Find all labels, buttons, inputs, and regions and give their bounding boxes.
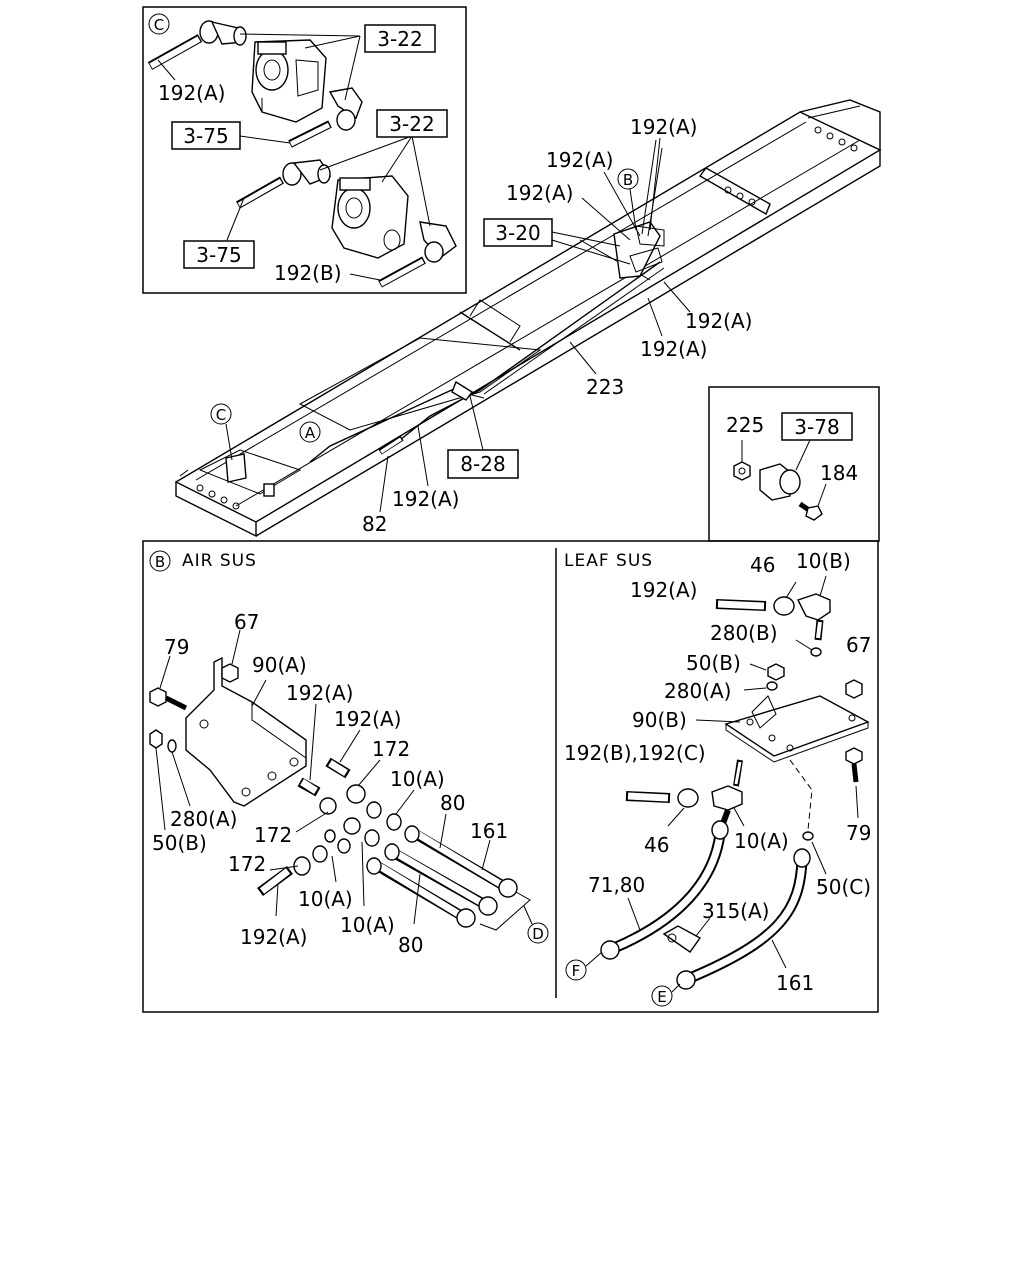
bolt-184: [798, 501, 823, 521]
frame-marker-a: A: [305, 424, 316, 442]
label-223: 223: [586, 375, 624, 399]
bracket-3-78: [759, 463, 801, 501]
pipe-3-75-lower: [236, 176, 284, 209]
label-46-leaf-2: 46: [644, 833, 669, 857]
label-192a-frame-2: 192(A): [546, 148, 613, 172]
label-82: 82: [362, 512, 387, 536]
elbow-fitting-upper: [199, 20, 247, 46]
chassis-frame: C B A 3-20 8-28 192(A) 192(A) 192(A) 192…: [174, 99, 882, 538]
hoses-air-sus: [366, 825, 518, 928]
label-192a-frame-1: 192(A): [630, 115, 697, 139]
ref-3-22-lower: 3-22: [389, 112, 434, 136]
label-10a-air-3: 10(A): [340, 913, 395, 937]
label-90b: 90(B): [632, 708, 687, 732]
label-161-air: 161: [470, 819, 508, 843]
callout-d: D: [532, 925, 544, 943]
ref-8-28: 8-28: [460, 452, 505, 476]
panel-c: C: [142, 6, 467, 294]
pipe-192b: [378, 256, 426, 288]
hose-161-leaf: [676, 848, 811, 990]
label-172-air-2: 172: [254, 823, 292, 847]
label-80-air-1: 80: [440, 791, 465, 815]
label-192a-air-1: 192(A): [286, 681, 353, 705]
label-71-80: 71,80: [588, 873, 645, 897]
label-50b-leaf: 50(B): [686, 651, 741, 675]
air-sus-marker: B: [155, 553, 165, 571]
pipe-3-75-upper: [288, 120, 332, 148]
label-172-air-1: 172: [372, 737, 410, 761]
air-sus-section: B AIR SUS: [149, 550, 549, 957]
callout-e: E: [657, 988, 666, 1006]
label-10b: 10(B): [796, 549, 851, 573]
elbow-fitting-right: [328, 87, 363, 131]
label-280a-leaf: 280(A): [664, 679, 731, 703]
fittings-air-sus: [293, 784, 402, 876]
label-192a-air-3: 192(A): [240, 925, 307, 949]
label-192a-frame-4: 192(A): [685, 309, 752, 333]
label-10a-leaf: 10(A): [734, 829, 789, 853]
label-161-leaf: 161: [776, 971, 814, 995]
ref-3-75-lower: 3-75: [196, 243, 241, 267]
label-280b: 280(B): [710, 621, 778, 645]
hose-71-80: [600, 820, 729, 960]
leaf-sus-title: LEAF SUS: [564, 551, 653, 571]
label-192a-frame-5: 192(A): [640, 337, 707, 361]
label-192a-air-2: 192(A): [334, 707, 401, 731]
label-90a: 90(A): [252, 653, 307, 677]
label-50c: 50(C): [816, 875, 871, 899]
ref-3-78: 3-78: [794, 415, 839, 439]
label-67-air: 67: [234, 610, 259, 634]
label-79-air: 79: [164, 635, 189, 659]
callout-f: F: [572, 962, 581, 980]
valve-assembly-lower: [331, 175, 409, 259]
ref-3-75-upper: 3-75: [183, 124, 228, 148]
label-79-leaf: 79: [846, 821, 871, 845]
panel-c-marker: C: [154, 16, 164, 34]
frame-marker-b: B: [623, 171, 633, 189]
bracket-90a: [185, 656, 307, 807]
label-192a-leaf: 192(A): [630, 578, 697, 602]
label-50b-air: 50(B): [152, 831, 207, 855]
label-10a-air-2: 10(A): [298, 887, 353, 911]
label-315a: 315(A): [702, 899, 769, 923]
valve-assembly-upper: [251, 39, 327, 123]
label-192a-panel-c: 192(A): [158, 81, 225, 105]
label-10a-air-1: 10(A): [390, 767, 445, 791]
label-46-leaf-1: 46: [750, 553, 775, 577]
air-sus-title: AIR SUS: [182, 551, 257, 571]
elbow-fitting-lower-right: [419, 221, 457, 263]
inset-bracket: 3-78 225 184: [708, 386, 880, 542]
label-225: 225: [726, 413, 764, 437]
pipe-192a-upper: [147, 34, 203, 70]
nut-225: [733, 461, 751, 481]
label-67-leaf: 67: [846, 633, 871, 657]
label-192a-frame-6: 192(A): [392, 487, 459, 511]
label-192b-panel-c: 192(B): [274, 261, 342, 285]
clip-315a: [662, 925, 702, 953]
label-172-air-3: 172: [228, 852, 266, 876]
leaf-sus-section: LEAF SUS: [564, 549, 871, 1007]
elbow-fitting-lower: [282, 159, 332, 186]
label-80-air-2: 80: [398, 933, 423, 957]
ref-3-22-upper: 3-22: [377, 27, 422, 51]
lower-panel: [142, 540, 879, 1013]
label-280a-air: 280(A): [170, 807, 237, 831]
label-184: 184: [820, 461, 858, 485]
label-192b-192c: 192(B),192(C): [564, 741, 706, 765]
ref-3-20: 3-20: [495, 221, 540, 245]
label-192a-frame-3: 192(A): [506, 181, 573, 205]
frame-marker-c: C: [216, 406, 226, 424]
